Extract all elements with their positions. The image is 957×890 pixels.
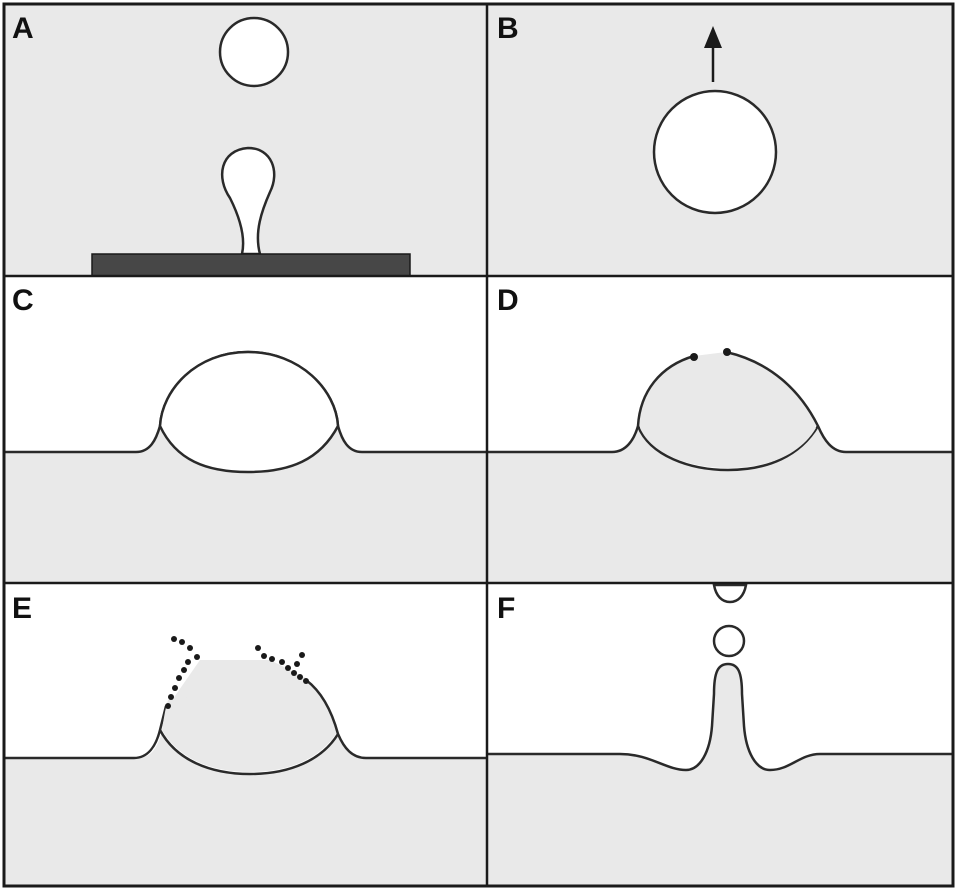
panel-d bbox=[487, 276, 953, 470]
panel-label-b: B bbox=[497, 12, 519, 45]
panel-label-d: D bbox=[497, 284, 519, 317]
detached-bubble bbox=[220, 18, 288, 86]
rising-bubble bbox=[654, 91, 776, 213]
panel-label-f: F bbox=[497, 592, 515, 625]
panel-label-e: E bbox=[12, 592, 32, 625]
panel-label-a: A bbox=[12, 12, 34, 45]
rim-droplet-right bbox=[723, 348, 731, 356]
jet-drop bbox=[714, 626, 744, 656]
panel-label-c: C bbox=[12, 284, 34, 317]
panel-c bbox=[4, 276, 487, 472]
rim-droplet-left bbox=[690, 353, 698, 361]
substrate-plate bbox=[92, 254, 410, 276]
